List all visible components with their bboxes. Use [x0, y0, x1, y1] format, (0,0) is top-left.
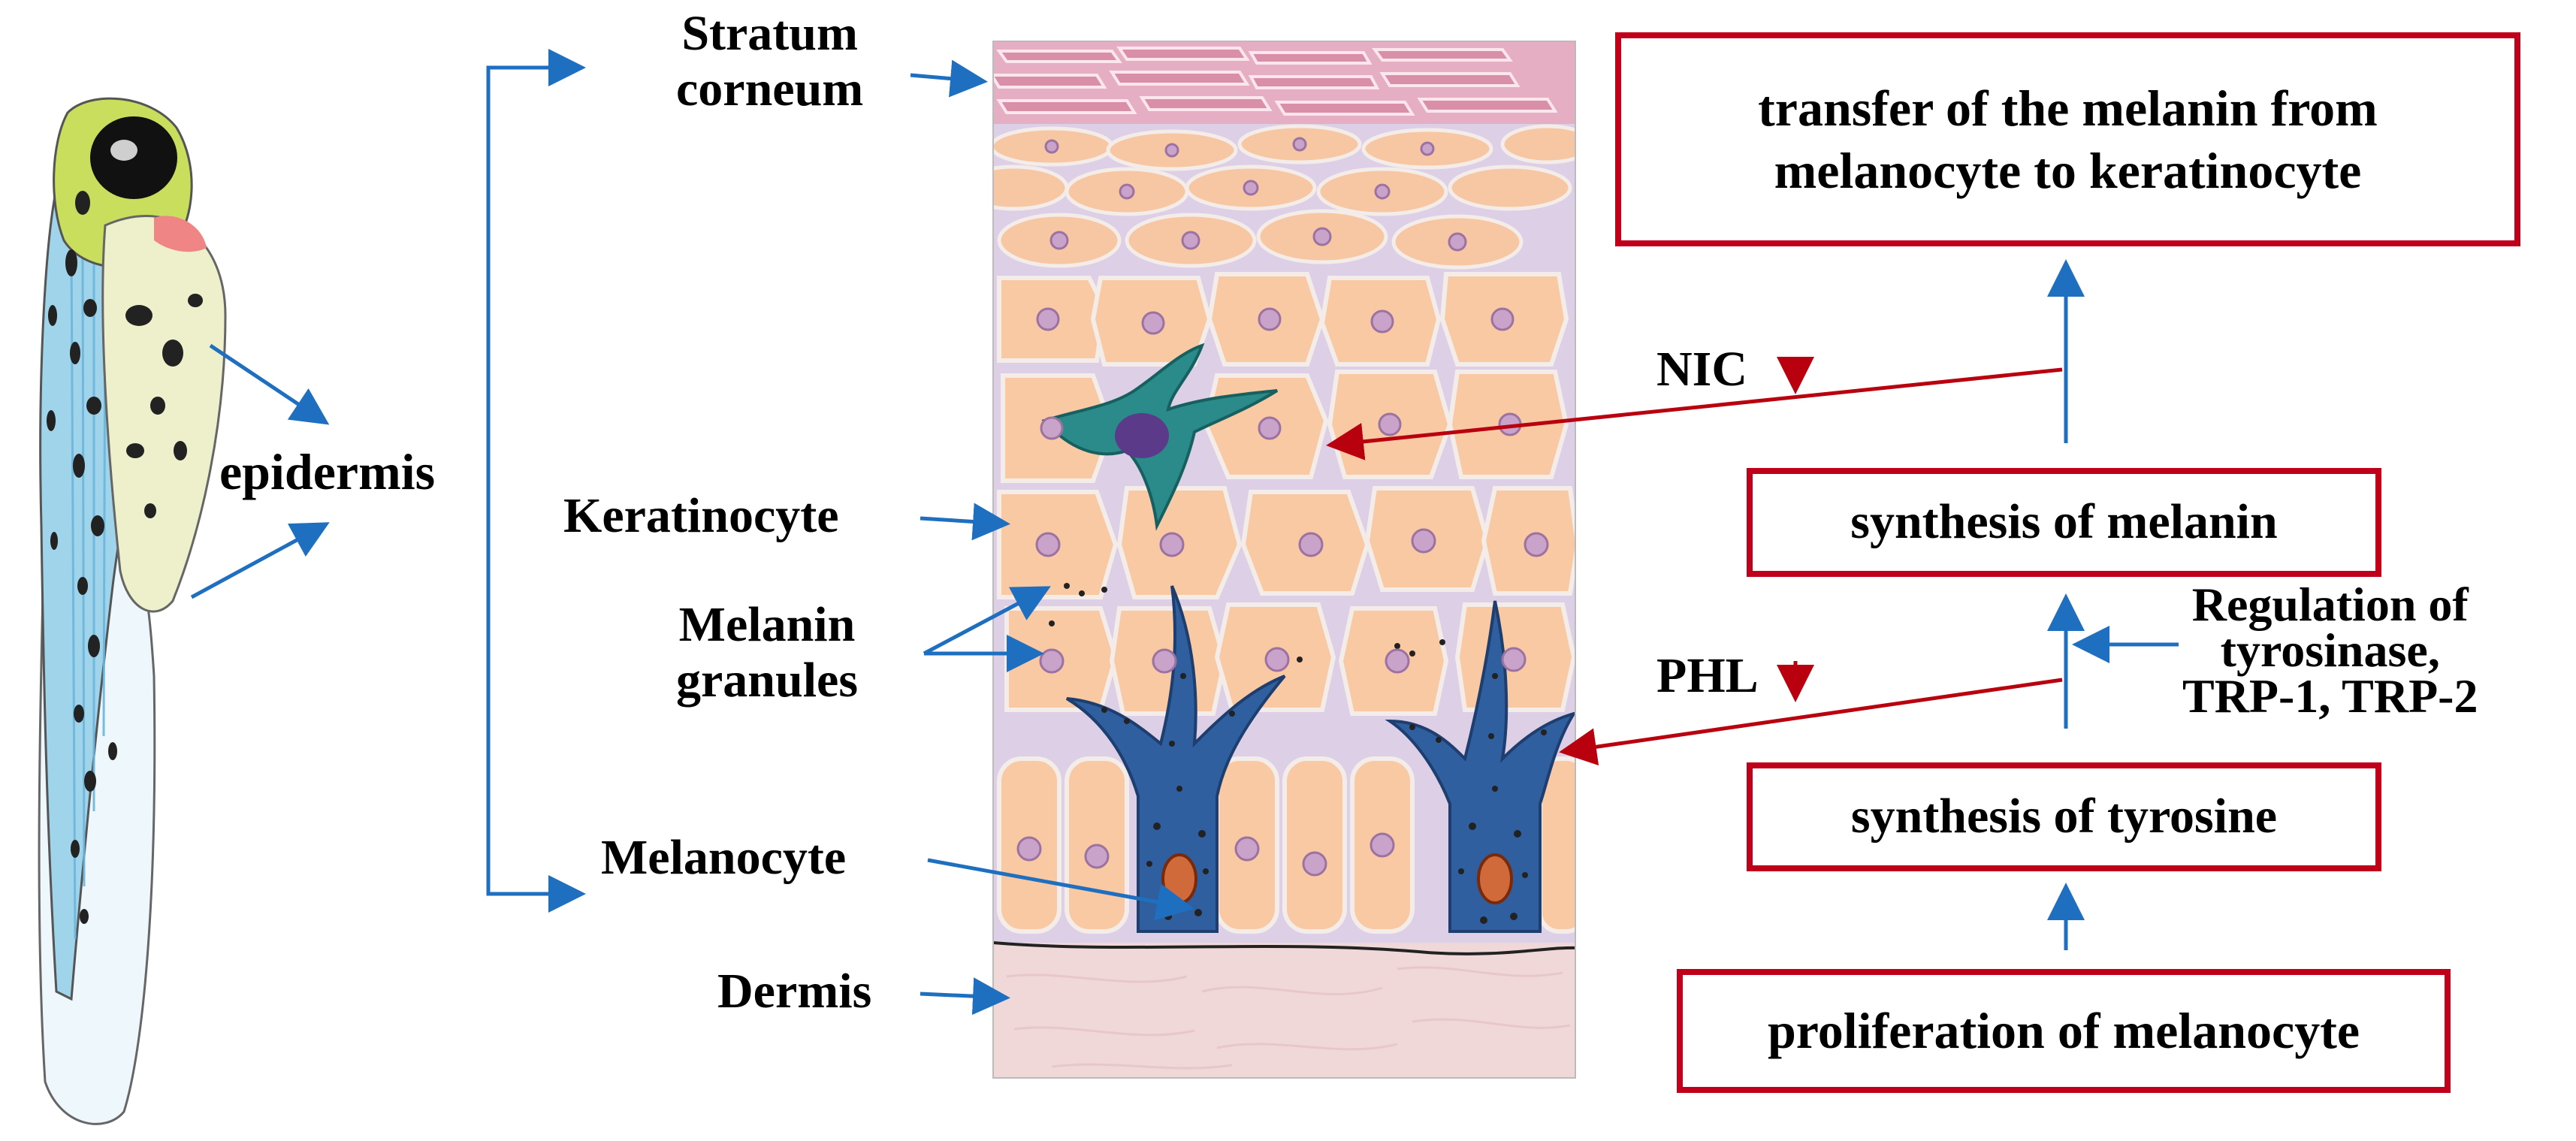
label-dermis: Dermis	[717, 964, 872, 1019]
box-synthesis-melanin-text: synthesis of melanin	[1850, 494, 2278, 550]
box-synthesis-melanin: synthesis of melanin	[1747, 468, 2381, 577]
label-regulation: Regulation of tyrosinase, TRP-1, TRP-2	[2182, 578, 2478, 723]
label-melanin-granules: Melanin granules	[676, 597, 858, 708]
label-stratum-corneum: Stratum corneum	[676, 6, 863, 117]
arrow-melanin-granules-upper	[923, 586, 1051, 656]
label-keratinocyte: Keratinocyte	[563, 488, 839, 543]
label-melanin-line2: granules	[676, 652, 859, 708]
arrow-fish-lower	[190, 522, 330, 599]
arrow-fish-upper	[209, 343, 330, 425]
tissue-border	[992, 41, 1576, 1079]
blue-arrows	[190, 49, 2179, 1016]
box-synthesis-tyrosine: synthesis of tyrosine	[1747, 762, 2381, 871]
skin-tissue-illustration	[993, 41, 1575, 1078]
label-regulation-line2: tyrosinase,	[2220, 623, 2440, 677]
arrow-melanocyte	[927, 858, 1194, 921]
label-stratum-line2: corneum	[676, 61, 864, 116]
box-transfer-melanin: transfer of the melanin from melanocyte …	[1615, 32, 2520, 246]
box-proliferation-text: proliferation of melanocyte	[1767, 1002, 2360, 1060]
zebrafish-larva-illustration	[38, 97, 227, 1125]
red-arrows	[1326, 357, 2063, 766]
box-proliferation: proliferation of melanocyte	[1677, 969, 2451, 1093]
arrow-stratum-corneum	[910, 59, 988, 98]
label-stratum-line1: Stratum	[681, 6, 858, 61]
box-transfer-line1: transfer of the melanin from	[1758, 79, 2378, 137]
box-synthesis-tyrosine-text: synthesis of tyrosine	[1850, 789, 2278, 844]
label-regulation-line1: Regulation of	[2191, 578, 2469, 631]
epidermis-bracket	[486, 65, 578, 896]
arrow-dermis	[920, 977, 1010, 1016]
label-regulation-line3: TRP-1, TRP-2	[2182, 669, 2478, 723]
label-epidermis: epidermis	[219, 443, 436, 500]
box-transfer-line2: melanocyte to keratinocyte	[1774, 141, 2362, 199]
arrow-phl	[1559, 678, 2063, 766]
label-phl: PHL	[1656, 648, 1759, 703]
label-melanocyte: Melanocyte	[601, 830, 847, 885]
arrow-nic	[1326, 367, 2063, 460]
label-nic: NIC	[1656, 342, 1748, 397]
arrow-keratinocyte	[920, 503, 1010, 541]
label-melanin-line1: Melanin	[678, 597, 856, 652]
